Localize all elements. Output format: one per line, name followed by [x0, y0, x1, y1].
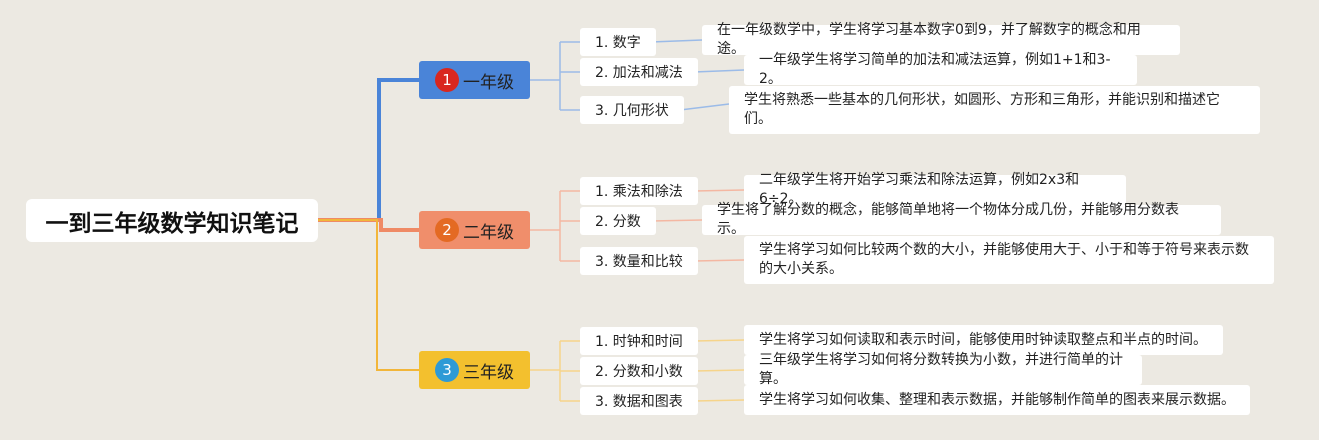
topic-node[interactable]: 2. 分数和小数 [580, 357, 698, 385]
topic-node[interactable]: 1. 数字 [580, 28, 656, 56]
topic-node[interactable]: 1. 乘法和除法 [580, 177, 698, 205]
leaf-line [693, 69, 745, 73]
topic-node[interactable]: 2. 加法和减法 [580, 58, 698, 86]
leaf-line [679, 103, 730, 111]
grade-node-2[interactable]: 2 二年级 [419, 211, 530, 249]
number-badge-icon: 1 [435, 68, 459, 92]
grade-label: 三年级 [463, 362, 514, 383]
leaf-line [693, 399, 745, 402]
topic-description: 在一年级数学中，学生将学习基本数字0到9，并了解数字的概念和用途。 [702, 22, 1180, 57]
topic-node[interactable]: 3. 几何形状 [580, 96, 684, 124]
topic-node[interactable]: 3. 数量和比较 [580, 247, 698, 275]
topic-node[interactable]: 2. 分数 [580, 207, 656, 235]
topic-description: 学生将了解分数的概念，能够简单地将一个物体分成几份，并能够用分数表示。 [702, 202, 1221, 237]
leaf-line [693, 369, 745, 372]
grade-label: 一年级 [463, 72, 514, 93]
topic-node[interactable]: 1. 时钟和时间 [580, 327, 698, 355]
topic-description: 学生将学习如何收集、整理和表示数据，并能够制作简单的图表来展示数据。 [744, 385, 1250, 415]
topic-description: 学生将学习如何比较两个数的大小，并能够使用大于、小于和等于符号来表示数的大小关系… [744, 236, 1274, 284]
leaf-line [650, 219, 703, 222]
grade-node-1[interactable]: 1 一年级 [419, 61, 530, 99]
topic-description: 三年级学生将学习如何将分数转换为小数，并进行简单的计算。 [744, 352, 1142, 387]
number-badge-icon: 2 [435, 218, 459, 242]
grade-label: 二年级 [463, 222, 514, 243]
topic-description: 学生将学习如何读取和表示时间，能够使用时钟读取整点和半点的时间。 [744, 325, 1223, 355]
topic-description: 二年级学生将开始学习乘法和除法运算，例如2x3和6÷2。 [744, 172, 1126, 207]
trunk-line [318, 78, 419, 222]
grade-node-3[interactable]: 3 三年级 [419, 351, 530, 389]
topic-description: 学生将熟悉一些基本的几何形状，如圆形、方形和三角形，并能识别和描述它们。 [729, 86, 1260, 134]
topic-description: 一年级学生将学习简单的加法和减法运算，例如1+1和3-2。 [744, 52, 1137, 87]
number-badge-icon: 3 [435, 358, 459, 382]
leaf-line [650, 39, 703, 43]
leaf-line [693, 339, 745, 342]
trunk-line [318, 218, 419, 232]
root-title[interactable]: 一到三年级数学知识笔记 [26, 199, 318, 242]
leaf-line [693, 189, 745, 192]
topic-node[interactable]: 3. 数据和图表 [580, 387, 698, 415]
trunk-line [318, 219, 419, 371]
leaf-line [693, 259, 745, 262]
